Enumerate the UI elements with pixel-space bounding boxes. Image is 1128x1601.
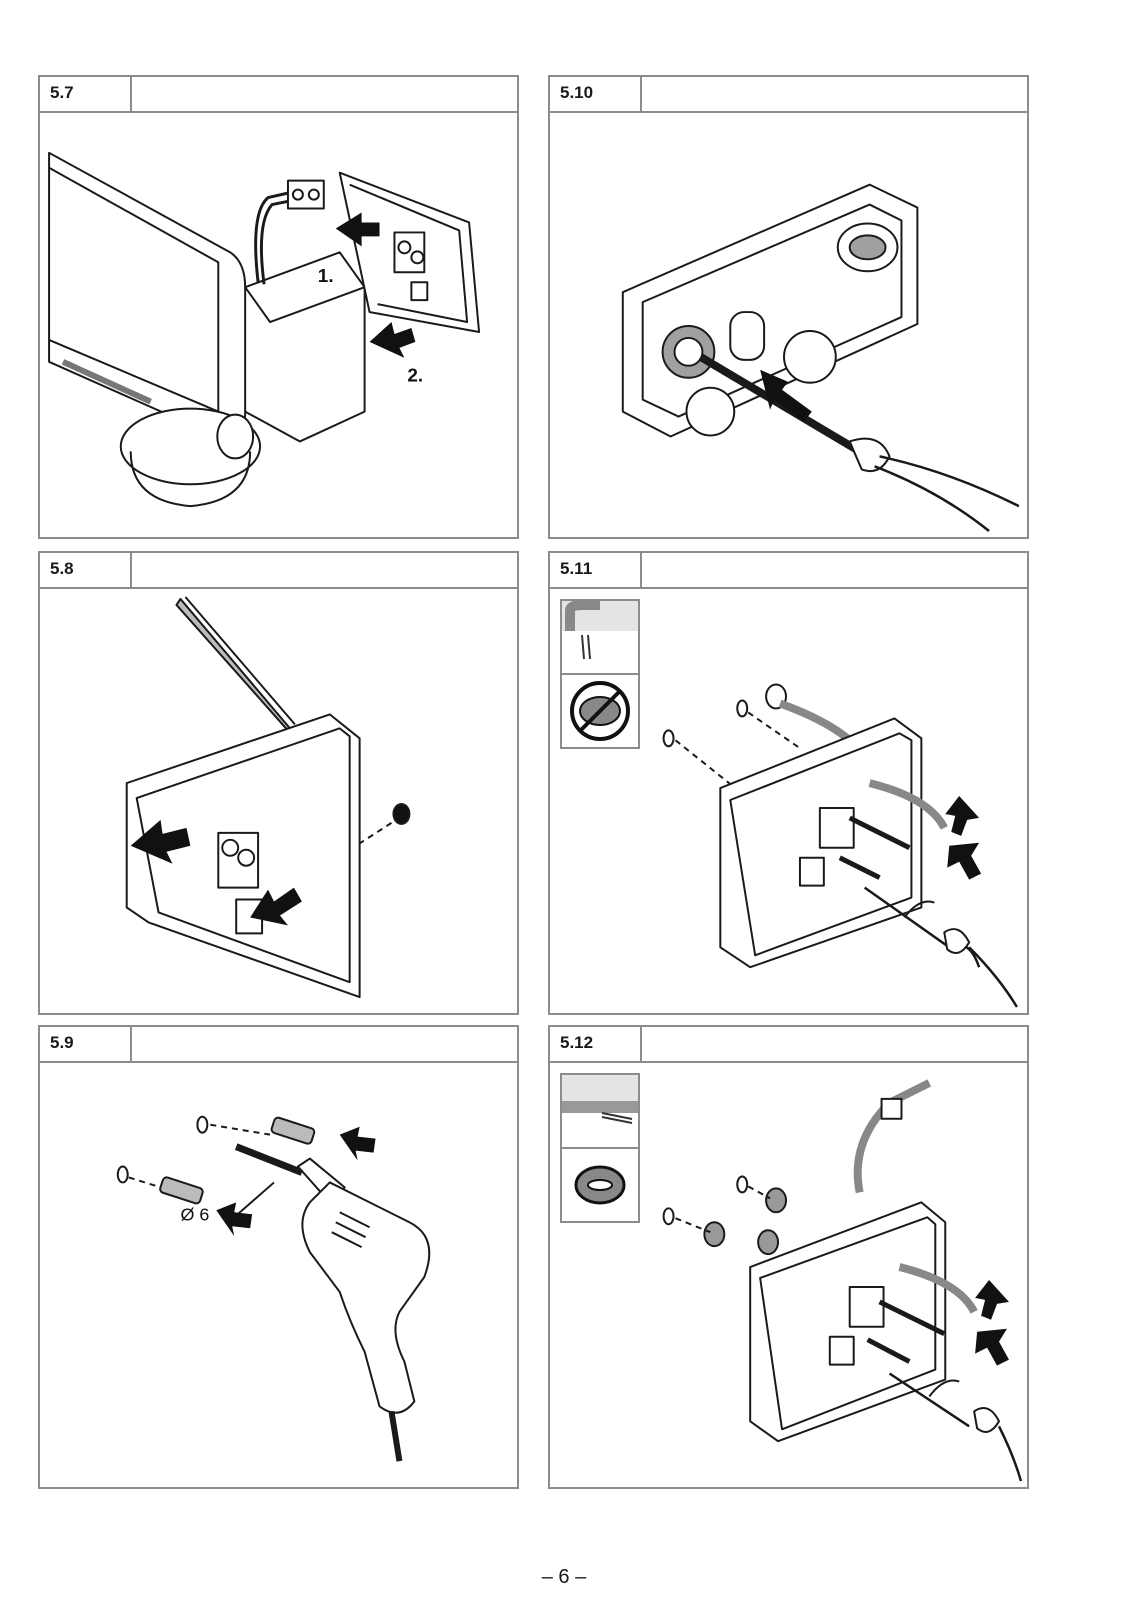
panel-header: 5.9 — [40, 1027, 517, 1063]
drilling-illustration: Ø 6 — [40, 1063, 517, 1487]
panel-number: 5.10 — [550, 77, 642, 111]
floodlight-illustration: 1. 2. — [40, 113, 517, 537]
step-2-label: 2. — [407, 366, 423, 387]
push-arrow-icon — [975, 1280, 1009, 1320]
surface-mount-illustration — [550, 589, 1027, 1013]
panel-number: 5.9 — [40, 1027, 132, 1061]
illustration-5-9: Ø 6 — [40, 1063, 517, 1487]
illustration-5-7: 1. 2. — [40, 113, 517, 537]
panel-header: 5.8 — [40, 553, 517, 589]
panel-5-7: 5.7 — [38, 75, 519, 539]
panel-number: 5.11 — [550, 553, 642, 587]
step-1-label: 1. — [318, 266, 334, 287]
push-arrow-icon — [370, 322, 416, 358]
illustration-5-8 — [40, 589, 517, 1013]
push-arrow-icon — [945, 796, 979, 836]
panel-number: 5.7 — [40, 77, 132, 111]
drill-diameter-label: Ø 6 — [180, 1204, 209, 1224]
marking-illustration — [40, 589, 517, 1013]
page-number: – 6 – — [0, 1566, 1128, 1589]
concealed-mount-illustration — [550, 1063, 1027, 1487]
panel-number: 5.12 — [550, 1027, 642, 1061]
panel-5-12: 5.12 — [548, 1025, 1029, 1489]
panel-5-9: 5.9 Ø 6 — [38, 1025, 519, 1489]
panel-number: 5.8 — [40, 553, 132, 587]
illustration-5-10 — [550, 113, 1027, 537]
panel-5-10: 5.10 — [548, 75, 1029, 539]
panel-header: 5.11 — [550, 553, 1027, 589]
push-arrow-icon — [947, 843, 981, 880]
push-arrow-icon — [340, 1127, 376, 1161]
panel-header: 5.7 — [40, 77, 517, 113]
panel-5-8: 5.8 — [38, 551, 519, 1015]
push-arrow-icon — [975, 1329, 1009, 1366]
knockout-illustration — [550, 113, 1027, 537]
panel-5-11: 5.11 — [548, 551, 1029, 1015]
illustration-5-11 — [550, 589, 1027, 1013]
panel-header: 5.12 — [550, 1027, 1027, 1063]
illustration-5-12 — [550, 1063, 1027, 1487]
panel-header: 5.10 — [550, 77, 1027, 113]
